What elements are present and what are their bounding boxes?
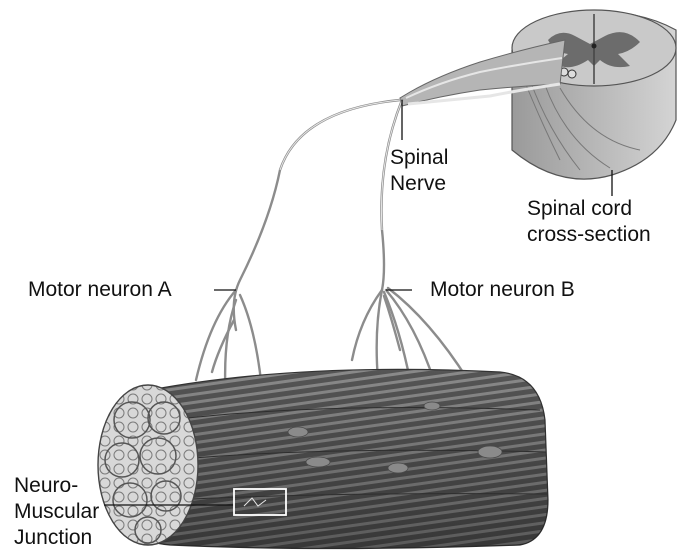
muscle-bundle xyxy=(98,369,548,548)
spinal-nerve-label-line2: Nerve xyxy=(390,172,446,196)
nmj-label-line2: Muscular xyxy=(14,500,99,524)
motor-neuron-a-label: Motor neuron A xyxy=(28,278,172,302)
spinal-cord-label: Spinal cord xyxy=(527,197,632,221)
spinal-cord-block xyxy=(512,10,676,179)
nmj-label-line3: Junction xyxy=(14,526,92,550)
spinal-cord-label-line2: cross-section xyxy=(527,223,651,247)
motor-neuron-b-label: Motor neuron B xyxy=(430,278,575,302)
spinal-nerve-label: Spinal xyxy=(390,146,448,170)
nmj-label: Neuro- xyxy=(14,474,78,498)
